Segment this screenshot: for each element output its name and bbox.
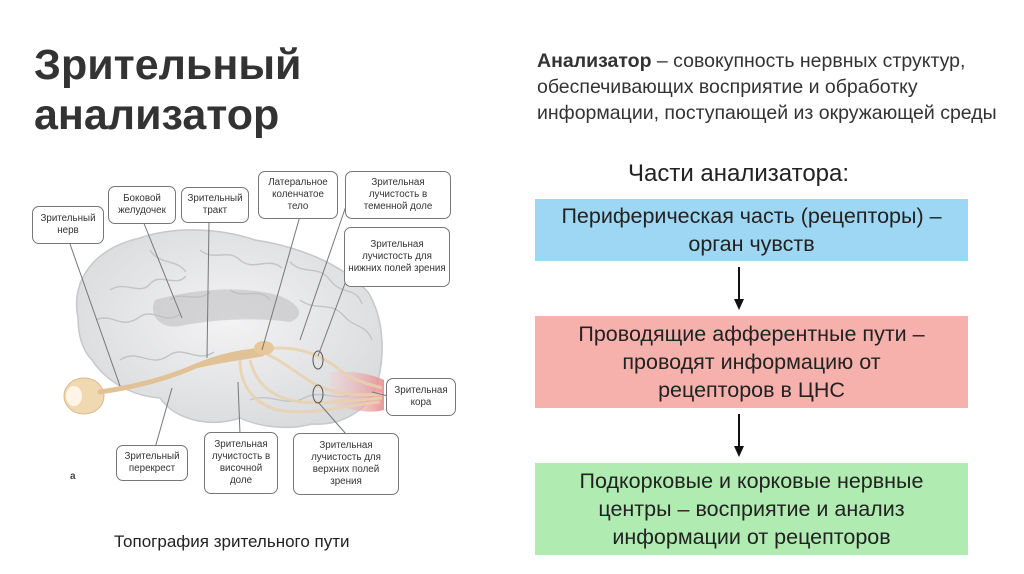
figure-letter: a [70, 471, 76, 482]
label-visual-cortex: Зрительная кора [386, 378, 456, 416]
definition-text: – совокупность нервных структур, обеспеч… [537, 50, 997, 124]
figure-caption: Топография зрительного пути [114, 532, 350, 551]
label-optic-chiasm: Зрительный перекрест [116, 445, 188, 481]
definition-term: Анализатор [537, 50, 652, 72]
label-radiation-lower-fields: Зрительная лучистость для нижних полей з… [344, 227, 450, 287]
box-line: Периферическая часть (рецепторы) – [561, 204, 942, 228]
box-line: Подкорковые и корковые нервные [579, 469, 924, 493]
label-lateral-geniculate-body: Латеральное коленчатое тело [258, 171, 338, 219]
box-line: Проводящие афферентные пути – [578, 322, 925, 346]
box-line: рецепторов в ЦНС [658, 378, 845, 402]
box-line: информации от рецепторов [612, 525, 891, 549]
label-lateral-ventricle: Боковой желудочек [108, 186, 176, 224]
analyzer-definition: Анализатор – совокупность нервных структ… [537, 48, 997, 126]
label-optic-tract: Зрительный тракт [181, 187, 249, 223]
box-line: центры – восприятие и анализ [598, 497, 905, 521]
down-arrow-icon [733, 414, 745, 458]
label-optic-nerve: Зрительный нерв [32, 206, 104, 244]
box-line: проводят информацию от [622, 350, 881, 374]
slide-title: Зрительный анализатор [34, 41, 302, 139]
label-parietal-radiation: Зрительная лучистость в теменной доле [345, 171, 451, 219]
peripheral-part-box: Периферическая часть (рецепторы) – орган… [535, 199, 968, 261]
nerve-centers-box: Подкорковые и корковые нервные центры – … [535, 463, 968, 555]
label-temporal-radiation: Зрительная лучистость в височной доле [204, 432, 278, 494]
down-arrow-icon [733, 267, 745, 311]
afferent-pathways-box: Проводящие афферентные пути – проводят и… [535, 316, 968, 408]
box-line: орган чувств [688, 232, 815, 256]
parts-heading: Части анализатора: [628, 160, 850, 187]
brain-illustration [63, 205, 389, 449]
label-radiation-upper-fields: Зрительная лучистость для верхних полей … [293, 433, 399, 495]
